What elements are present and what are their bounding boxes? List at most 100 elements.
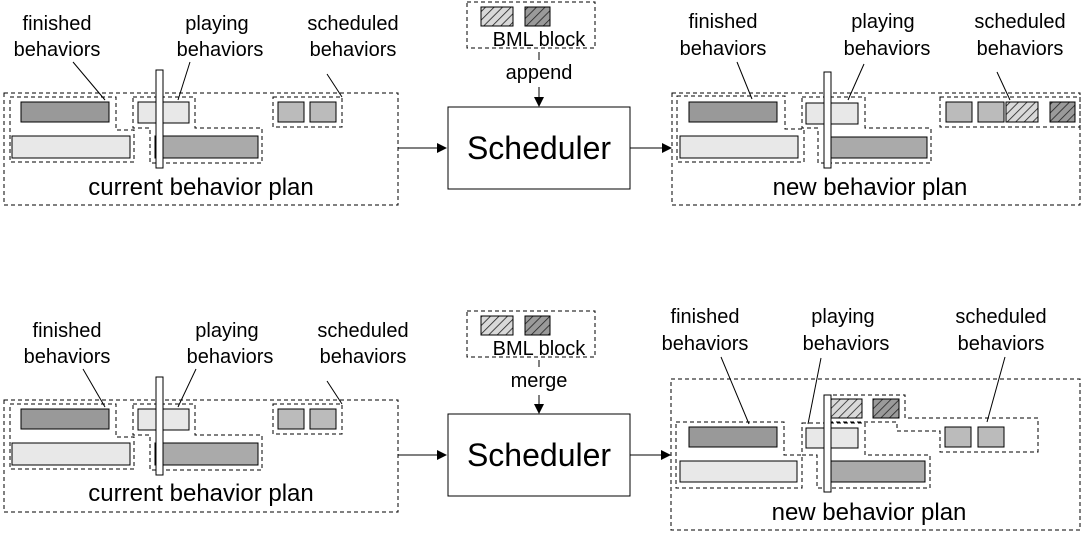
scheduled-block-1 xyxy=(277,101,305,123)
finished-group-outline xyxy=(9,403,135,470)
playhead-marker xyxy=(823,394,832,493)
bml-block-append: BML block xyxy=(466,1,596,51)
scheduled-group-outline xyxy=(272,96,343,128)
operation-label-merge: merge xyxy=(511,370,568,392)
scheduler-box-merge xyxy=(447,413,631,497)
finished-bar-2 xyxy=(679,460,798,483)
new-behavior-plan: new behavior plan xyxy=(670,378,1081,531)
finished-label-line2: behaviors xyxy=(24,346,111,368)
scheduled-label-line1: scheduled xyxy=(307,13,398,35)
finished-leader-line xyxy=(736,61,753,100)
finished-leader-line xyxy=(82,368,106,408)
playing-label-line1: playing xyxy=(195,320,258,342)
finished-bar-2 xyxy=(11,442,131,466)
scheduled-block-2 xyxy=(977,101,1005,123)
bml-block-label: BML block xyxy=(493,338,587,360)
scheduled-block-1 xyxy=(277,408,305,430)
merged-group-outline xyxy=(825,394,1039,453)
operation-label-append: append xyxy=(506,62,573,84)
current-plan-title: current behavior plan xyxy=(88,480,313,507)
scheduled-block-2 xyxy=(309,408,337,430)
finished-label-line2: behaviors xyxy=(14,39,101,61)
scheduled-leader-line xyxy=(986,356,1006,423)
playhead-marker xyxy=(155,69,164,169)
scheduler-label: Scheduler xyxy=(467,437,611,473)
scheduler-label: Scheduler xyxy=(467,130,611,166)
playing-group-outline xyxy=(801,96,932,164)
appended-behavior-1 xyxy=(1005,101,1039,123)
scheduled-label-line2: behaviors xyxy=(310,39,397,61)
scheduled-block-2 xyxy=(309,101,337,123)
scheduled-block-1 xyxy=(945,101,973,123)
scheduled-label-line1: scheduled xyxy=(317,320,408,342)
finished-bar-1 xyxy=(20,101,110,123)
finished-leader-line xyxy=(720,356,750,425)
finished-group-outline xyxy=(675,421,803,489)
finished-label-line1: finished xyxy=(689,11,758,33)
playhead-marker xyxy=(823,71,832,169)
playhead-marker xyxy=(155,376,164,476)
new-behavior-plan: new behavior plan xyxy=(671,71,1081,206)
append-row: current behavior plan finished behaviors… xyxy=(3,1,1081,206)
bml-behavior-1 xyxy=(480,315,514,336)
merged-behavior-1 xyxy=(830,398,863,419)
new-plan-title: new behavior plan xyxy=(772,499,967,526)
playing-label-line1: playing xyxy=(185,13,248,35)
finished-label-line2: behaviors xyxy=(680,38,767,60)
bml-block-merge: BML block xyxy=(466,310,596,360)
playing-leader-line xyxy=(177,61,191,101)
finished-bar-1 xyxy=(20,408,110,430)
playing-group-outline xyxy=(132,403,263,471)
scheduled-label-line2: behaviors xyxy=(320,346,407,368)
playing-bar-1 xyxy=(805,102,859,125)
scheduled-label-line2: behaviors xyxy=(958,333,1045,355)
scheduled-group-outline xyxy=(272,403,343,435)
scheduled-label-line1: scheduled xyxy=(955,306,1046,328)
playing-bar-1 xyxy=(805,427,859,449)
playing-leader-line xyxy=(177,368,197,408)
finished-group-outline xyxy=(676,95,805,163)
scheduled-leader-line xyxy=(326,73,343,98)
finished-label-line1: finished xyxy=(33,320,102,342)
scheduled-block-1 xyxy=(944,426,972,448)
bml-block-label: BML block xyxy=(493,29,587,51)
scheduled-group-outline xyxy=(939,96,1081,128)
bml-behavior-1 xyxy=(480,6,514,27)
scheduled-label-line1: scheduled xyxy=(974,11,1065,33)
finished-bar-1 xyxy=(688,101,778,123)
finished-label-line1: finished xyxy=(23,13,92,35)
playing-label-line2: behaviors xyxy=(177,39,264,61)
scheduled-label-line2: behaviors xyxy=(977,38,1064,60)
playing-bar-2 xyxy=(823,136,928,159)
playing-bar-2 xyxy=(154,442,259,466)
playing-label-line1: playing xyxy=(811,306,874,328)
playing-bar-2 xyxy=(829,460,926,483)
finished-leader-line xyxy=(72,61,106,101)
finished-bar-1 xyxy=(688,426,778,448)
finished-label-line1: finished xyxy=(671,306,740,328)
scheduled-block-2 xyxy=(977,426,1005,448)
new-plan-title: new behavior plan xyxy=(773,174,968,201)
merge-row: current behavior plan finished behaviors… xyxy=(3,306,1081,531)
playing-label-line2: behaviors xyxy=(844,38,931,60)
playing-leader-line xyxy=(847,63,865,101)
playing-group-outline xyxy=(132,96,263,164)
merged-behavior-2 xyxy=(872,398,900,419)
appended-behavior-2 xyxy=(1049,101,1076,123)
bml-behavior-2 xyxy=(524,315,551,336)
finished-group-outline xyxy=(9,96,135,163)
playing-leader-line xyxy=(807,357,822,425)
playing-label-line2: behaviors xyxy=(803,333,890,355)
playing-bar-2 xyxy=(154,135,259,159)
current-behavior-plan: current behavior plan xyxy=(3,376,399,513)
playing-label-line2: behaviors xyxy=(187,346,274,368)
finished-label-line2: behaviors xyxy=(662,333,749,355)
bml-behavior-2 xyxy=(524,6,551,27)
current-behavior-plan: current behavior plan xyxy=(3,69,399,206)
scheduled-leader-line xyxy=(326,380,343,405)
playing-label-line1: playing xyxy=(851,11,914,33)
finished-bar-2 xyxy=(679,135,799,159)
playing-group-outline xyxy=(801,422,931,489)
finished-bar-2 xyxy=(11,135,131,159)
